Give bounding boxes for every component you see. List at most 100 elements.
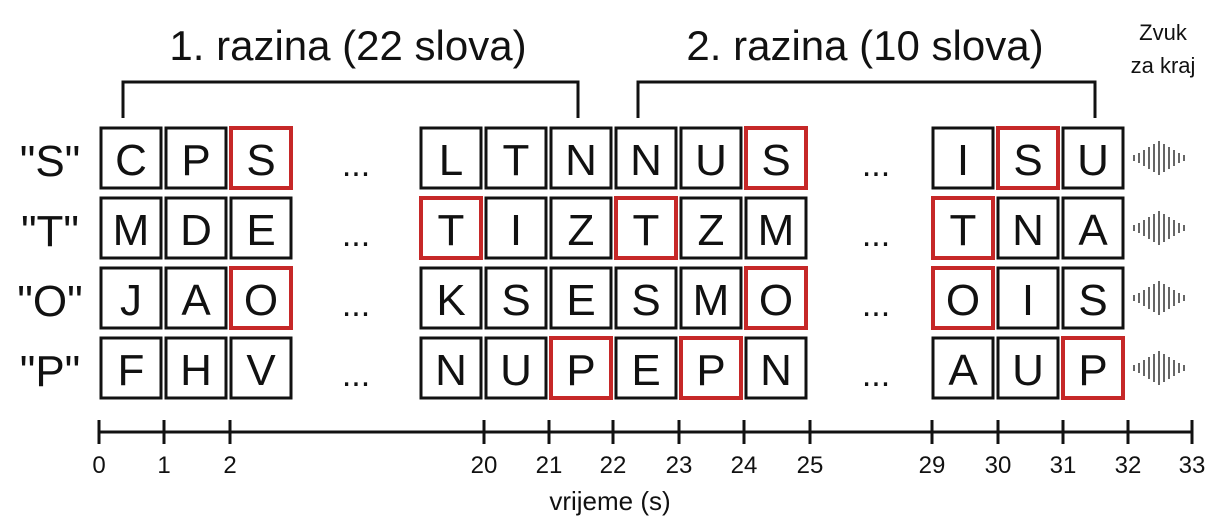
cell-letter: T xyxy=(633,206,660,255)
cell-letter: I xyxy=(1022,276,1034,325)
cell-letter: U xyxy=(1012,346,1044,395)
letter-cell xyxy=(679,196,743,260)
target-letter-label: "S" xyxy=(20,137,81,186)
letter-cell xyxy=(614,126,678,190)
letter-cell xyxy=(229,196,293,260)
cell-letter: A xyxy=(948,346,978,395)
cell-letter: P xyxy=(696,346,725,395)
target-hit-cell xyxy=(1061,336,1125,400)
cell-letter: U xyxy=(695,136,727,185)
target-hit-cell xyxy=(614,196,678,260)
letter-cell xyxy=(419,126,483,190)
axis-tick-label: 20 xyxy=(471,452,498,479)
letter-cell xyxy=(99,266,163,330)
sound-wave-icon xyxy=(1133,211,1185,245)
ellipsis: ... xyxy=(342,286,370,324)
letter-cell xyxy=(744,196,808,260)
cell-letter: M xyxy=(758,206,795,255)
letter-cell xyxy=(679,266,743,330)
cell-letter: I xyxy=(510,206,522,255)
axis-tick-label: 25 xyxy=(797,452,824,479)
cell-letter: S xyxy=(1013,136,1042,185)
cell-letter: C xyxy=(115,136,147,185)
ellipsis: ... xyxy=(862,216,890,254)
cell-letter: H xyxy=(180,346,212,395)
letter-cell xyxy=(419,266,483,330)
axis-tick-label: 30 xyxy=(985,452,1012,479)
letter-cell xyxy=(614,336,678,400)
ellipsis: ... xyxy=(342,356,370,394)
letter-cell xyxy=(996,336,1060,400)
letter-cell xyxy=(549,196,613,260)
axis-tick-label: 31 xyxy=(1050,452,1077,479)
axis-tick-label: 24 xyxy=(731,452,758,479)
target-letter-label: "T" xyxy=(21,207,79,256)
letter-cell xyxy=(484,266,548,330)
letter-cell xyxy=(484,336,548,400)
cell-letter: M xyxy=(113,206,150,255)
end-sound-label-line1: Zvuk xyxy=(1139,20,1188,45)
letter-cell xyxy=(549,126,613,190)
level-1-bracket xyxy=(121,80,580,118)
axis-tick-label: 23 xyxy=(666,452,693,479)
letter-cell xyxy=(549,266,613,330)
letter-cell xyxy=(679,126,743,190)
target-letter-label: "O" xyxy=(17,277,82,326)
cell-letter: T xyxy=(438,206,465,255)
cell-letter: J xyxy=(120,276,142,325)
axis-tick-label: 29 xyxy=(919,452,946,479)
letter-cell xyxy=(996,266,1060,330)
letter-cell xyxy=(1061,196,1125,260)
letter-cell xyxy=(931,126,995,190)
ellipsis: ... xyxy=(342,216,370,254)
target-hit-cell xyxy=(931,196,995,260)
target-hit-cell xyxy=(931,266,995,330)
level-2-bracket xyxy=(636,80,1097,118)
ellipsis: ... xyxy=(862,286,890,324)
target-hit-cell xyxy=(419,196,483,260)
cell-letter: E xyxy=(566,276,595,325)
letter-cell xyxy=(744,336,808,400)
target-hit-cell xyxy=(679,336,743,400)
cell-letter: D xyxy=(180,206,212,255)
axis-tick-label: 0 xyxy=(92,452,105,479)
sound-wave-icon xyxy=(1133,351,1185,385)
sound-wave-icon xyxy=(1133,141,1185,175)
cell-letter: Z xyxy=(568,206,595,255)
cell-letter: S xyxy=(761,136,790,185)
letter-cell xyxy=(164,336,228,400)
letter-cell xyxy=(1061,126,1125,190)
cell-letter: I xyxy=(957,136,969,185)
letter-cell xyxy=(99,336,163,400)
ellipsis: ... xyxy=(862,356,890,394)
cell-letter: O xyxy=(946,276,980,325)
cell-letter: P xyxy=(181,136,210,185)
target-hit-cell xyxy=(229,266,293,330)
ellipsis: ... xyxy=(342,146,370,184)
letter-cell xyxy=(996,196,1060,260)
letter-cell xyxy=(164,126,228,190)
cell-letter: S xyxy=(631,276,660,325)
letter-cell xyxy=(99,196,163,260)
axis-tick-label: 33 xyxy=(1179,452,1206,479)
cell-letter: T xyxy=(950,206,977,255)
time-axis-label: vrijeme (s) xyxy=(549,486,670,516)
cell-letter: L xyxy=(439,136,463,185)
cell-letter: M xyxy=(693,276,730,325)
cell-letter: E xyxy=(631,346,660,395)
letter-cell xyxy=(614,266,678,330)
level-1-title: 1. razina (22 slova) xyxy=(169,22,526,69)
cell-letter: A xyxy=(181,276,211,325)
level-2-title: 2. razina (10 slova) xyxy=(686,22,1043,69)
cell-letter: K xyxy=(436,276,465,325)
axis-tick-label: 21 xyxy=(536,452,563,479)
cell-letter: O xyxy=(244,276,278,325)
cell-letter: E xyxy=(246,206,275,255)
cell-letter: U xyxy=(1077,136,1109,185)
